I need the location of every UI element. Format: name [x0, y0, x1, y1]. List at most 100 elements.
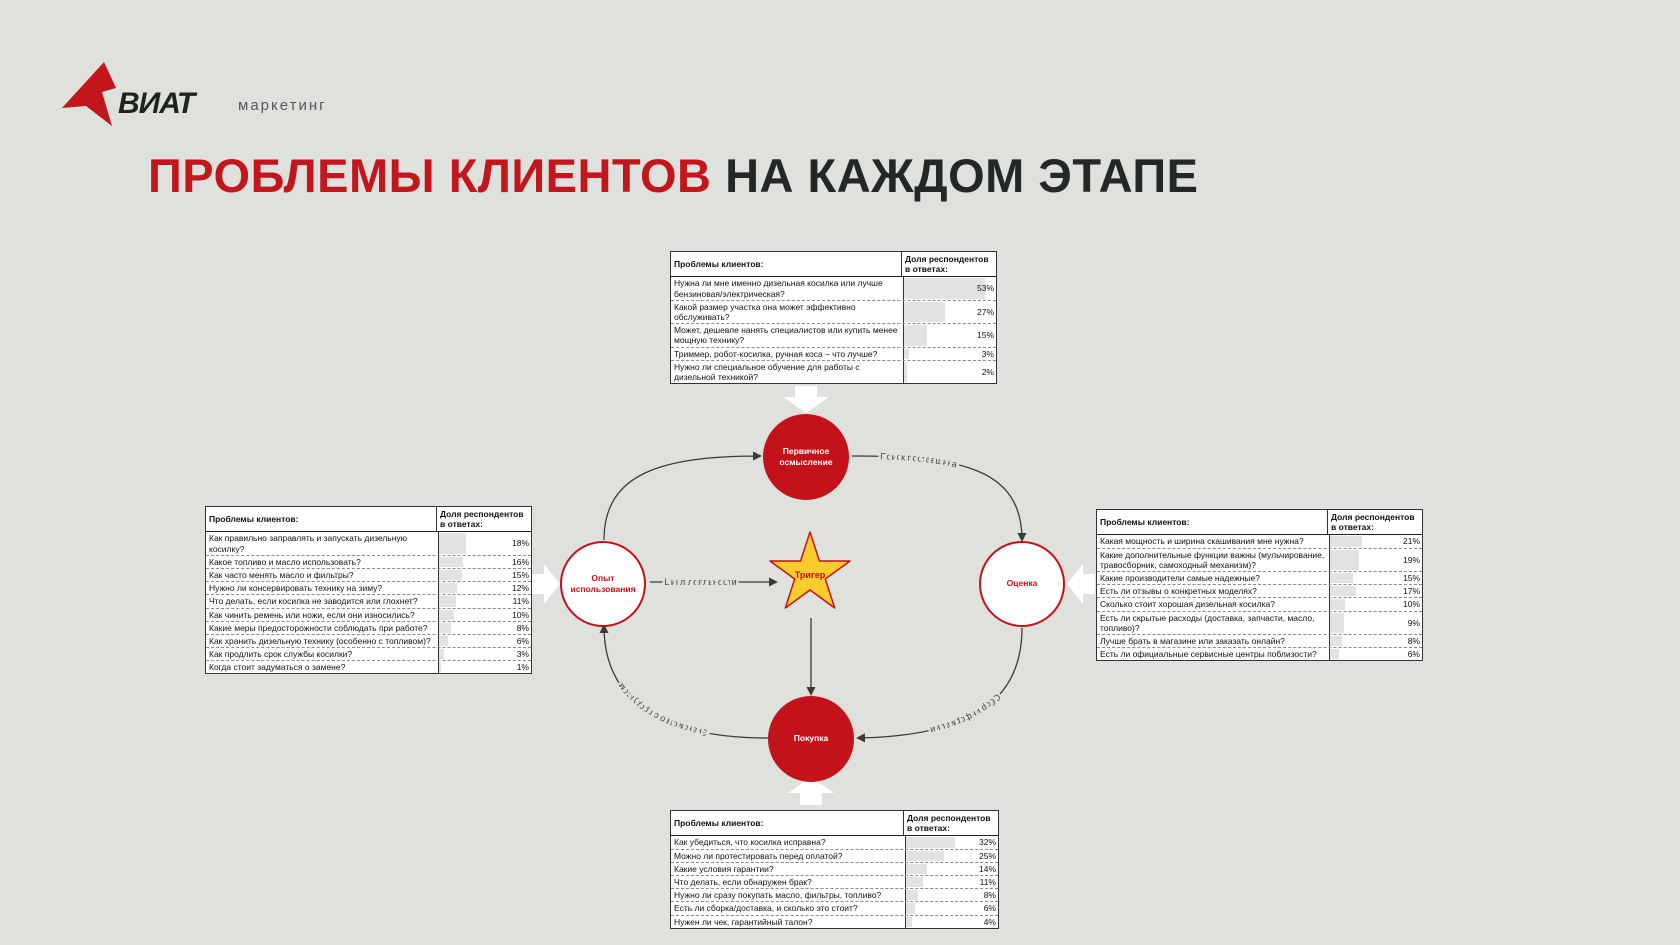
title-dark-part: НА КАЖДОМ ЭТАПЕ — [725, 149, 1199, 202]
percent-bar — [439, 622, 451, 633]
table-row: Триммер, робот-косилка, ручная коса – чт… — [671, 347, 996, 361]
percent-value: 19% — [1402, 554, 1420, 565]
question-cell: Как убедиться, что косилка исправна? — [671, 836, 906, 849]
percent-cell: 53% — [904, 277, 996, 299]
table-row: Нужно ли специальное обучение для работы… — [671, 360, 996, 384]
node-experience: Опыт использования — [560, 541, 646, 627]
question-cell: Какой размер участка она может эффективн… — [671, 300, 904, 324]
percent-cell: 32% — [906, 836, 998, 848]
table-row: Какое топливо и масло использовать?16% — [206, 555, 531, 569]
percent-bar — [1330, 572, 1353, 584]
percent-bar — [439, 596, 456, 607]
connector-purchase-to-experience — [599, 624, 769, 739]
question-cell: Есть ли отзывы о конкретных моделях? — [1097, 585, 1330, 598]
percent-value: 11% — [512, 596, 529, 607]
question-cell: Нужно ли консервировать технику на зиму? — [206, 582, 439, 595]
percent-value: 8% — [1407, 635, 1420, 646]
table-header-row: Проблемы клиентов:Доля респондентов в от… — [206, 507, 531, 533]
table-row: Как убедиться, что косилка исправна?32% — [671, 836, 998, 850]
percent-cell: 12% — [439, 582, 531, 594]
percent-cell: 19% — [1330, 549, 1422, 571]
table-row: Нужна ли мне именно дизельная косилка ил… — [671, 277, 996, 301]
table-row: Есть ли скрытые расходы (доставка, запча… — [1097, 611, 1422, 635]
table-row: Когда стоит задуматься о замене?1% — [206, 661, 531, 674]
percent-value: 6% — [983, 903, 996, 914]
percent-cell: 11% — [439, 595, 531, 607]
edge-label-acquaint: Знакомство с продуктом — [616, 681, 708, 737]
question-cell: Какие производители самые надежные? — [1097, 571, 1330, 585]
table-header-row: Проблемы клиентов:Доля респондентов в от… — [671, 252, 996, 278]
edge-label-loyalty: Цикл лояльности — [664, 577, 736, 587]
percent-cell: 6% — [906, 902, 998, 914]
percent-bar — [904, 278, 985, 299]
question-cell: Какие дополнительные функции важны (муль… — [1097, 548, 1330, 571]
table-evaluation-problems: Проблемы клиентов:Доля респондентов в от… — [1096, 509, 1423, 662]
percent-value: 6% — [1407, 649, 1420, 660]
percent-bar — [439, 533, 466, 554]
table-row: Можно ли протестировать перед оплатой?25… — [671, 849, 998, 863]
table-row: Может, дешевле нанять специалистов или к… — [671, 324, 996, 348]
percent-value: 16% — [511, 556, 529, 567]
percent-bar — [439, 569, 462, 581]
percent-cell: 8% — [906, 889, 998, 901]
percent-bar — [904, 301, 945, 323]
table-row: Какая мощность и ширина скашивания мне н… — [1097, 535, 1422, 549]
percent-bar — [904, 361, 907, 383]
table-row: Есть ли отзывы о конкретных моделях? 17% — [1097, 585, 1422, 599]
percent-value: 14% — [978, 863, 996, 874]
table-row: Как хранить дизельную технику (особенно … — [206, 634, 531, 649]
table-row: Нужно ли консервировать технику на зиму?… — [206, 582, 531, 596]
table-to-node-arrows — [532, 386, 1095, 805]
percent-value: 9% — [1407, 617, 1420, 628]
question-cell: Нужно ли сразу покупать масло, фильтры, … — [671, 889, 906, 902]
question-cell: Как хранить дизельную технику (особенно … — [206, 634, 439, 648]
percent-bar — [904, 325, 927, 346]
percent-bar — [906, 837, 955, 848]
percent-bar — [1330, 599, 1345, 610]
percent-bar — [439, 662, 441, 673]
percent-cell: 9% — [1330, 612, 1422, 634]
percent-bar — [1330, 586, 1356, 597]
percent-value: 2% — [981, 366, 994, 377]
table-row: Какие производители самые надежные?15% — [1097, 571, 1422, 586]
percent-value: 18% — [511, 538, 529, 549]
table-row: Как продлить срок службы косилки?3% — [206, 648, 531, 662]
percent-value: 8% — [516, 622, 529, 633]
percent-cell: 4% — [906, 916, 998, 928]
arrow-right-to-evaluation — [1067, 564, 1095, 604]
percent-cell: 14% — [906, 863, 998, 875]
percent-value: 21% — [1402, 536, 1420, 547]
percent-cell: 25% — [906, 850, 998, 862]
header-share: Доля респондентов в ответах: — [907, 813, 991, 834]
question-cell: Триммер, робот-косилка, ручная коса – чт… — [671, 347, 904, 360]
percent-bar — [906, 850, 944, 861]
company-logo: ВИАТ маркетинг — [62, 62, 362, 132]
node-trigger-label: Тригер — [794, 570, 826, 580]
percent-bar — [1330, 536, 1362, 547]
arrow-bottom-to-purchase — [788, 777, 834, 805]
percent-bar — [439, 609, 454, 620]
connector-experience-to-primary — [603, 451, 762, 541]
question-cell: Как часто менять масло и фильтры? — [206, 568, 439, 582]
percent-value: 17% — [1402, 586, 1420, 597]
header-question: Проблемы клиентов: — [671, 811, 904, 836]
percent-bar — [906, 863, 927, 874]
table-row: Есть ли официальные сервисные центры поб… — [1097, 648, 1422, 661]
table-row: Какие условия гарантии?14% — [671, 862, 998, 876]
percent-bar — [906, 890, 918, 901]
percent-value: 25% — [978, 850, 996, 861]
percent-cell: 2% — [904, 361, 996, 383]
percent-cell: 16% — [439, 556, 531, 568]
percent-cell: 1% — [439, 661, 531, 673]
percent-value: 3% — [981, 348, 994, 359]
percent-bar — [439, 649, 444, 660]
percent-cell: 15% — [439, 569, 531, 581]
percent-cell: 3% — [439, 648, 531, 660]
header-share: Доля респондентов в ответах: — [905, 254, 989, 275]
percent-bar — [906, 876, 923, 888]
node-purchase: Покупка — [768, 696, 854, 782]
percent-cell: 8% — [439, 622, 531, 634]
percent-cell: 18% — [439, 532, 531, 554]
question-cell: Как продлить срок службы косилки? — [206, 648, 439, 661]
